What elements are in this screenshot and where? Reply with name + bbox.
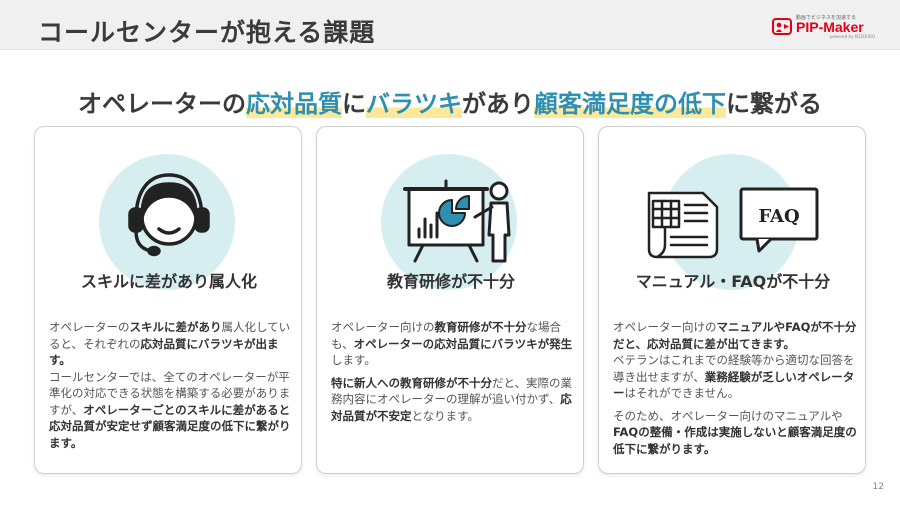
card-paragraph: 特に新人への教育研修が不十分だと、実際の業務内容にオペレーターの理解が追い付かず… [331, 375, 575, 425]
logo-powered-by: powered by KOZOURO [830, 34, 876, 39]
desc-emphasis: FAQの整備・作成は実施しないと顧客満足度の低下に繋がります。 [613, 425, 857, 456]
issue-card-manual: FAQ マニュアル・FAQが不十分 オペレーター向けのマニュアルやFAQが不十分… [598, 126, 866, 474]
card-paragraph: オペレーターのスキルに差があり属人化していると、それぞれの応対品質にバラツキが出… [49, 319, 293, 451]
desc-emphasis: オペレーターごとのスキルに差があると応対品質が安定せず顧客満足度の低下に繋がりま… [49, 402, 291, 450]
desc-text: だと、実際の業務内容にオペレーターの理解が追い付かず、 [331, 375, 573, 407]
headline-part: があり [462, 90, 534, 118]
pip-maker-logo: 動画でビジネスを加速する PIP-Maker powered by KOZOUR… [772, 14, 876, 40]
desc-text: 属人化していると、それぞれの [49, 320, 291, 351]
logo-name: PIP-Maker [796, 19, 864, 35]
desc-emphasis: 特に新人への教育研修が不十分 [331, 375, 492, 390]
desc-emphasis: スキルに差があり [129, 320, 222, 334]
headline-highlight: バラツキ [366, 90, 462, 118]
card-title: スキルに差があり属人化 [80, 272, 257, 291]
desc-emphasis: 応対品質にバラツキが出ます。 [49, 336, 279, 368]
desc-text: な場合も、 [331, 320, 561, 351]
desc-emphasis: オペレーターの応対品質にバラツキが発生 [353, 336, 573, 351]
headline: オペレーターの応対品質にバラツキがあり顧客満足度の低下に繋がる [0, 84, 900, 119]
issue-card-skill: スキルに差があり属人化 オペレーターのスキルに差があり属人化していると、それぞれ… [34, 126, 302, 474]
desc-text: ベテランはこれまでの経験等から適切な回答を導き出せますが、 [613, 353, 855, 384]
manual-faq-icon: FAQ [647, 187, 819, 259]
desc-emphasis: 応対品質が不安定 [331, 392, 572, 423]
headline-part: に [342, 90, 366, 118]
page-title: コールセンターが抱える課題 [38, 18, 376, 47]
desc-text: コールセンターでは、全てのオペレーターが平準化の対応できる状態を構築する必要があ… [49, 369, 291, 417]
desc-text: オペレーター向けの [613, 320, 717, 334]
desc-text: オペレーターの [49, 320, 130, 334]
desc-text: となります。 [411, 408, 480, 423]
issue-card-training: 教育研修が不十分 オペレーター向けの教育研修が不十分な場合も、オペレーターの応対… [316, 126, 584, 474]
card-description: オペレーターのスキルに差があり属人化していると、それぞれの応対品質にバラツキが出… [49, 319, 293, 451]
card-title: マニュアル・FAQが不十分 [635, 272, 831, 291]
desc-text: はそれができません。 [624, 386, 740, 400]
desc-emphasis: 業務経験が乏しいオペレーター [613, 369, 855, 401]
card-description: オペレーター向けの教育研修が不十分な場合も、オペレーターの応対品質にバラツキが発… [331, 319, 575, 424]
headset-operator-icon [128, 173, 210, 257]
desc-emphasis: マニュアルやFAQが不十分だと、応対品質に差が出てきます。 [613, 320, 857, 351]
headline-part: に繋がる [726, 90, 822, 118]
headline-part: オペレーターの [78, 90, 246, 118]
headline-highlight: 応対品質 [246, 90, 342, 118]
card-paragraph: オペレーター向けのマニュアルやFAQが不十分だと、応対品質に差が出てきます。ベテ… [613, 319, 857, 402]
card-paragraph: そのため、オペレーター向けのマニュアルや FAQの整備・作成は実施しないと顧客満足… [613, 408, 857, 458]
logo-tagline: 動画でビジネスを加速する [796, 15, 857, 21]
desc-text: オペレーター向けの [331, 320, 435, 334]
desc-text: します。 [331, 353, 376, 367]
header-band: コールセンターが抱える課題 動画でビジネスを加速する PIP-Maker pow… [0, 0, 900, 50]
card-paragraph: オペレーター向けの教育研修が不十分な場合も、オペレーターの応対品質にバラツキが発… [331, 319, 575, 369]
card-description: オペレーター向けのマニュアルやFAQが不十分だと、応対品質に差が出てきます。ベテ… [613, 319, 857, 457]
card-title: 教育研修が不十分 [386, 272, 515, 291]
pip-maker-logo-icon [772, 18, 792, 35]
presentation-trainer-icon [403, 179, 511, 263]
headline-highlight: 顧客満足度の低下 [534, 90, 726, 118]
faq-sign-label: FAQ [758, 206, 799, 227]
page-number: 12 [872, 482, 884, 492]
desc-text: そのため、オペレーター向けのマニュアルや [613, 408, 843, 423]
desc-emphasis: 教育研修が不十分 [434, 320, 527, 334]
